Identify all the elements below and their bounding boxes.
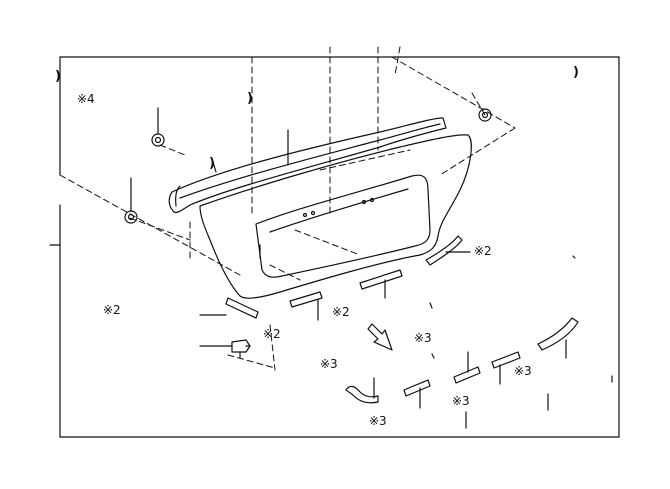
paren-mark-top-center: ) — [247, 91, 253, 106]
ref-mark-3-right: ※3 — [514, 364, 532, 378]
paren-mark-top-left: ) — [55, 69, 61, 84]
ref-mark-3-arrow: ※3 — [414, 331, 432, 345]
ref-mark-2-bolt: ※2 — [263, 327, 281, 341]
license-plate-garnish — [199, 134, 472, 299]
diagram-frame — [49, 56, 620, 438]
ref-mark-2-center: ※2 — [332, 305, 350, 319]
direction-arrow — [367, 323, 393, 351]
bolt-screw — [199, 339, 251, 359]
nut-clip-left-top — [151, 107, 165, 147]
ref-mark-3-bottom: ※3 — [369, 414, 387, 428]
ref-mark-2-left: ※2 — [103, 303, 121, 317]
garnish-clips — [175, 161, 471, 321]
detail-parts — [345, 255, 613, 429]
paren-mark-garnish: ) — [209, 156, 215, 171]
trunk-garnish-upper — [168, 117, 447, 259]
ref-mark-3-left: ※3 — [320, 357, 338, 371]
dashed-leader-lines — [59, 46, 516, 371]
nut-clip-left-bottom — [124, 177, 138, 224]
ref-mark-2-right: ※2 — [474, 244, 492, 258]
paren-mark-top-right: ) — [573, 65, 579, 80]
ref-mark-4: ※4 — [77, 92, 95, 106]
nut-clip-upper-right — [478, 108, 492, 122]
ref-mark-3-lower: ※3 — [452, 394, 470, 408]
